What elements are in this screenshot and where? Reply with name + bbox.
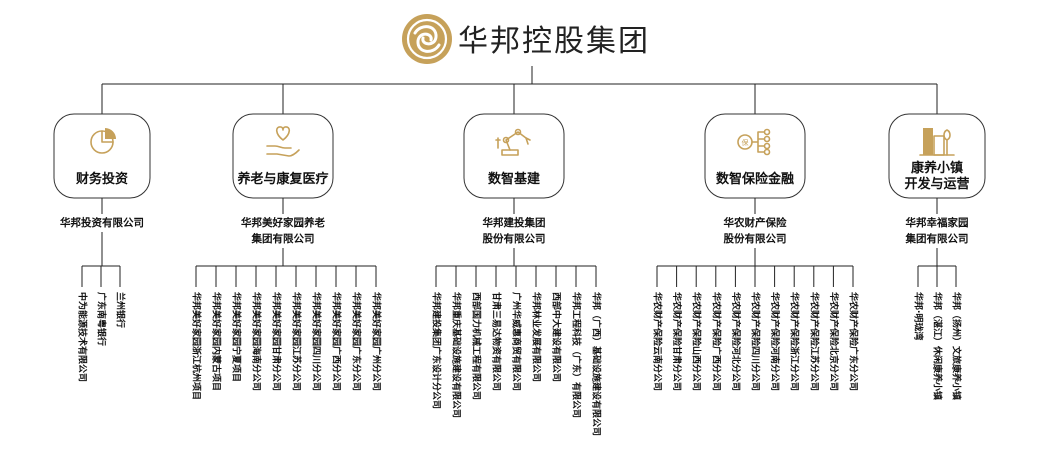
division-finance: 财务投资华邦投资有限公司中为能源技术有限公司广东南粤银行兰州银行 [53, 113, 151, 382]
subsidiary-name: 华邦美好家园甘肃分公司 [271, 292, 283, 391]
division-title: 数智基建 [488, 171, 540, 187]
subsidiary-name: 华邦工程科技（广东）有限公司 [571, 292, 583, 418]
yin-yang-swirl-logo [402, 14, 452, 64]
subsidiary-name: 华邦林业发展有限公司 [531, 292, 543, 382]
subsidiary-name: 兰州银行 [115, 292, 127, 328]
subsidiary-name: 甘肃三易达物资有限公司 [491, 292, 503, 391]
subsidiary-name: 广东南粤银行 [96, 292, 108, 346]
subsidiary-name: 广州华威惠商贸有限公司 [511, 292, 523, 391]
subsidiary-name: 华农财产保险浙江分公司 [789, 292, 801, 391]
subsidiary-name: 华邦重庆基础设施建设有限公司 [451, 292, 463, 418]
subsidiary-name: 华邦美好家园江苏分公司 [291, 292, 303, 391]
subsidiary-name: 华邦·明珑湾 [913, 292, 925, 340]
division-title: 开发与运营 [904, 176, 969, 192]
subsidiary-name: 华邦美好家园广州分公司 [371, 292, 383, 391]
division-title: 康养小镇 [911, 160, 963, 176]
division-title: 数智保险金融 [716, 171, 794, 187]
subsidiary-name: 华农财产保险江苏分公司 [808, 292, 820, 391]
division-digital: 数智基建华邦建投集团股份有限公司华邦建投集团广东设计分公司华邦重庆基础设施建设有… [431, 113, 603, 436]
company-name: 股份有限公司 [724, 232, 787, 245]
subsidiary-name: 华邦（湛江）休闲康养小镇 [932, 292, 944, 400]
robot-arm-icon [495, 128, 531, 156]
division-title: 养老与康复医疗 [236, 171, 328, 187]
subsidiary-name: 华农财产保险广西分公司 [710, 292, 722, 391]
subsidiary-name: 中为能源技术有限公司 [77, 292, 89, 382]
subsidiary-name: 华邦（扬州）文旅康养小镇 [951, 292, 963, 400]
company-name: 集团有限公司 [905, 232, 969, 245]
subsidiary-name: 华农财产保险河北分公司 [730, 292, 742, 391]
company-name: 华邦建投集团 [483, 216, 546, 229]
svg-text:保: 保 [742, 138, 749, 147]
group-name: 华邦控股集团 [458, 24, 650, 59]
subsidiary-name: 华农财产保险甘肃分公司 [671, 292, 683, 391]
division-town: 康养小镇开发与运营华邦幸福家园集团有限公司华邦·明珑湾华邦（湛江）休闲康养小镇华… [888, 113, 986, 400]
division-elderly: 养老与康复医疗华邦美好家园养老集团有限公司华邦美好家园浙江杭州项目华邦美好家园内… [191, 113, 383, 400]
company-name: 集团有限公司 [251, 232, 315, 245]
subsidiary-name: 华邦建投集团广东设计分公司 [431, 292, 443, 409]
company-name: 华农财产保险 [724, 216, 787, 229]
subsidiary-name: 西部中大建设有限公司 [551, 292, 563, 382]
subsidiary-name: 华邦美好家园海南分公司 [251, 292, 263, 391]
subsidiary-name: 华邦美好家园浙江杭州项目 [191, 292, 203, 400]
insurance-network-icon: 保 [737, 128, 771, 156]
subsidiary-name: 华农财产保险山西分公司 [691, 292, 703, 391]
subsidiary-name: 华邦美好家园广西分公司 [331, 292, 343, 391]
heart-in-hand-icon [266, 126, 300, 157]
group-logo: 华邦控股集团 [402, 14, 650, 64]
subsidiary-name: 华农财产保险河南分公司 [769, 292, 781, 391]
company-name: 股份有限公司 [483, 232, 546, 245]
subsidiary-name: 西部国力机械工程有限公司 [471, 292, 483, 400]
subsidiary-name: 华邦美好家园宁夏项目 [231, 292, 243, 382]
subsidiary-name: 华邦美好家园内蒙古项目 [211, 292, 223, 391]
pie-chart-icon [90, 128, 116, 154]
subsidiary-name: 华邦美好家园广东分公司 [351, 292, 363, 391]
subsidiary-name: 华农财产保险广东分公司 [848, 292, 860, 391]
subsidiary-name: 华农财产保险北京分公司 [828, 292, 840, 391]
subsidiary-name: 华农财产保险云南分公司 [652, 292, 664, 391]
division-insurance: 保数智保险金融华农财产保险股份有限公司华农财产保险云南分公司华农财产保险甘肃分公… [652, 113, 860, 391]
subsidiary-name: 华农财产保险四川分公司 [750, 292, 762, 391]
buildings-icon [919, 128, 955, 156]
subsidiary-name: 华邦（广西）基础设施建设有限公司 [591, 292, 603, 436]
company-name: 华邦幸福家园 [906, 216, 969, 229]
company-name: 华邦美好家园养老 [241, 216, 325, 229]
company-name: 华邦投资有限公司 [60, 216, 144, 229]
division-title: 财务投资 [76, 171, 128, 187]
subsidiary-name: 华邦美好家园四川分公司 [311, 292, 323, 391]
